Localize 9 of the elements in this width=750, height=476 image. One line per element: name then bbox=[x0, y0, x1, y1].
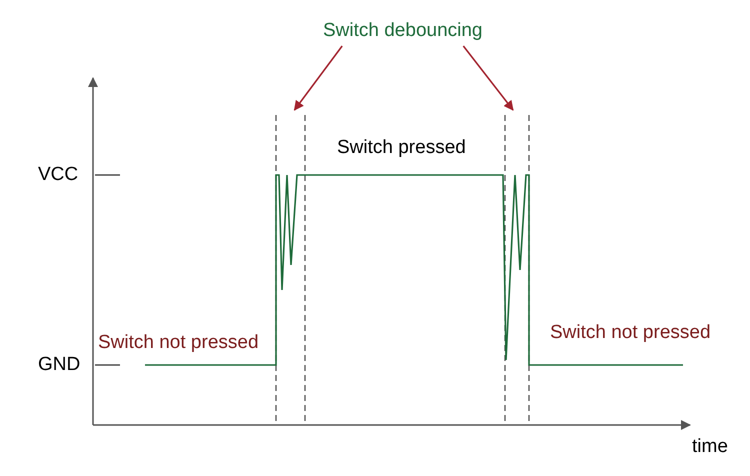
axis-level-label: GND bbox=[38, 354, 80, 376]
callout-text: Switch debouncing bbox=[323, 20, 482, 42]
state-label: Switch not pressed bbox=[550, 322, 711, 344]
axis-title: time bbox=[692, 436, 728, 458]
leader-arrow bbox=[294, 46, 343, 111]
state-label: Switch not pressed bbox=[98, 332, 259, 354]
state-label: Switch pressed bbox=[337, 137, 466, 159]
leader-arrow bbox=[462, 46, 514, 111]
axis-level-label: VCC bbox=[38, 164, 78, 186]
